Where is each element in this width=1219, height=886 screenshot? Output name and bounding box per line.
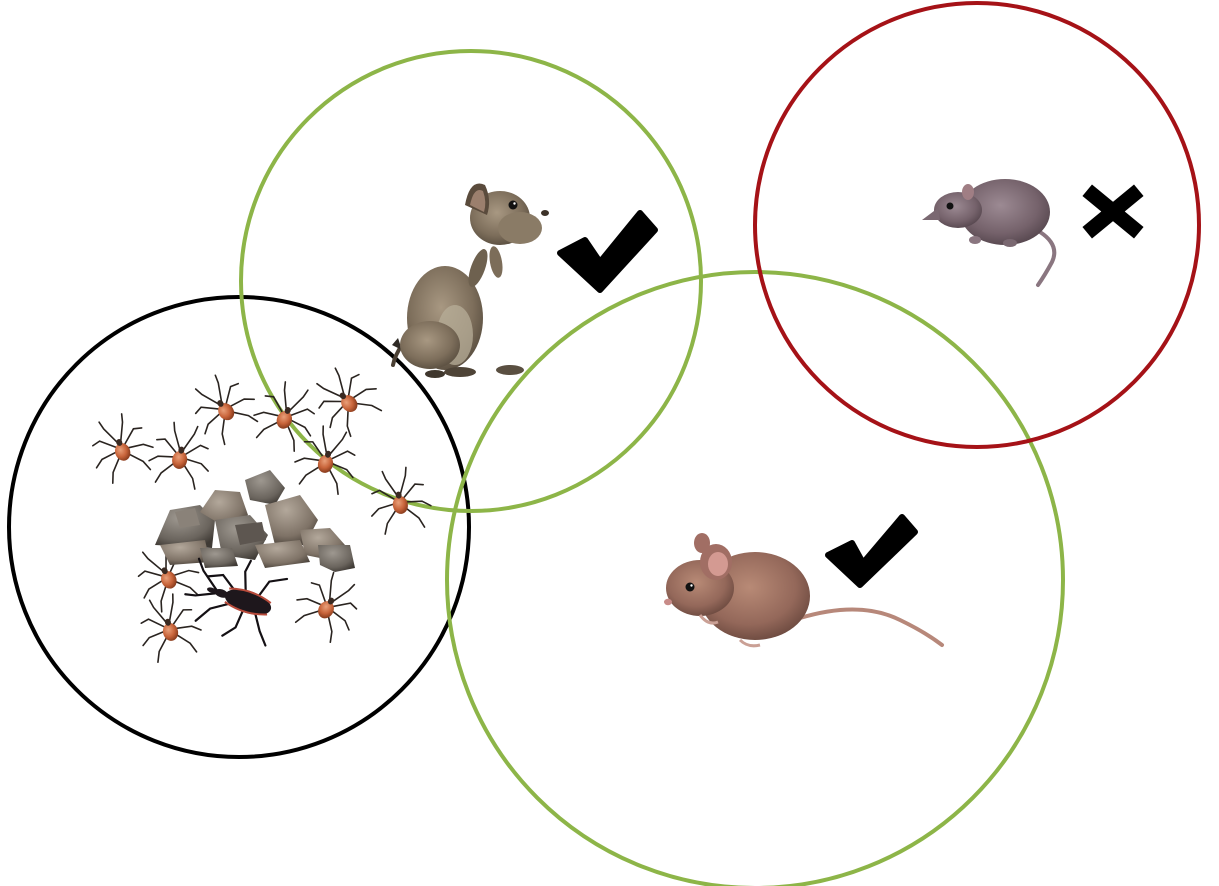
degu-icon: [392, 184, 549, 378]
nymph-bug-icon: [82, 357, 434, 665]
shrew-icon: [922, 179, 1054, 285]
x-mark-icon: [1093, 195, 1133, 228]
rock-pile-icon: [155, 470, 355, 572]
checkmark-icon: [828, 517, 915, 585]
checkmark-icon: [560, 213, 655, 290]
